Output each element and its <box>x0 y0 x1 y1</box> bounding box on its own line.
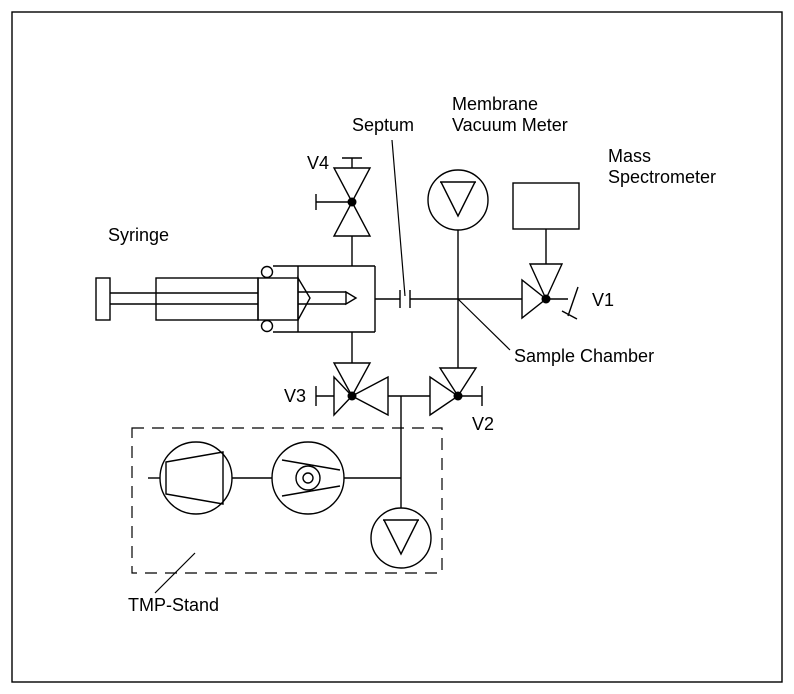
mass-spectrometer-label-line2: Spectrometer <box>608 167 716 187</box>
v2-label: V2 <box>472 414 494 434</box>
syringe-barrel <box>155 277 259 321</box>
septum-leader <box>391 139 406 297</box>
turbo-pump <box>148 441 233 515</box>
tmp-stand-label: TMP-Stand <box>128 595 219 615</box>
syringe-thumb-rest <box>95 277 111 321</box>
tmp-vacuum-gauge <box>370 507 432 569</box>
tmp-stand-leader <box>154 552 196 594</box>
backing-pump <box>271 441 345 515</box>
sample-chamber-label: Sample Chamber <box>514 346 654 366</box>
membrane-label-line2: Vacuum Meter <box>452 115 568 135</box>
v1-label: V1 <box>592 290 614 310</box>
mass-spectrometer-label-line1: Mass <box>608 146 651 166</box>
valve-v4 <box>315 157 372 266</box>
v3-label: V3 <box>284 386 306 406</box>
mass-spectrometer <box>512 182 580 264</box>
valve-v1 <box>521 263 579 320</box>
syringe-hub <box>257 277 299 321</box>
syringe <box>95 265 375 333</box>
syringe-label: Syringe <box>108 225 169 245</box>
valve-v3 <box>315 332 389 417</box>
diagram-frame <box>11 11 783 683</box>
sample-chamber-leader <box>457 298 511 351</box>
membrane-label-line1: Membrane <box>452 94 538 114</box>
v4-label: V4 <box>307 153 329 173</box>
tmp-stand-box <box>131 427 443 574</box>
septum-label: Septum <box>352 115 414 135</box>
membrane-vacuum-meter <box>427 169 489 368</box>
valve-v2 <box>429 367 483 417</box>
